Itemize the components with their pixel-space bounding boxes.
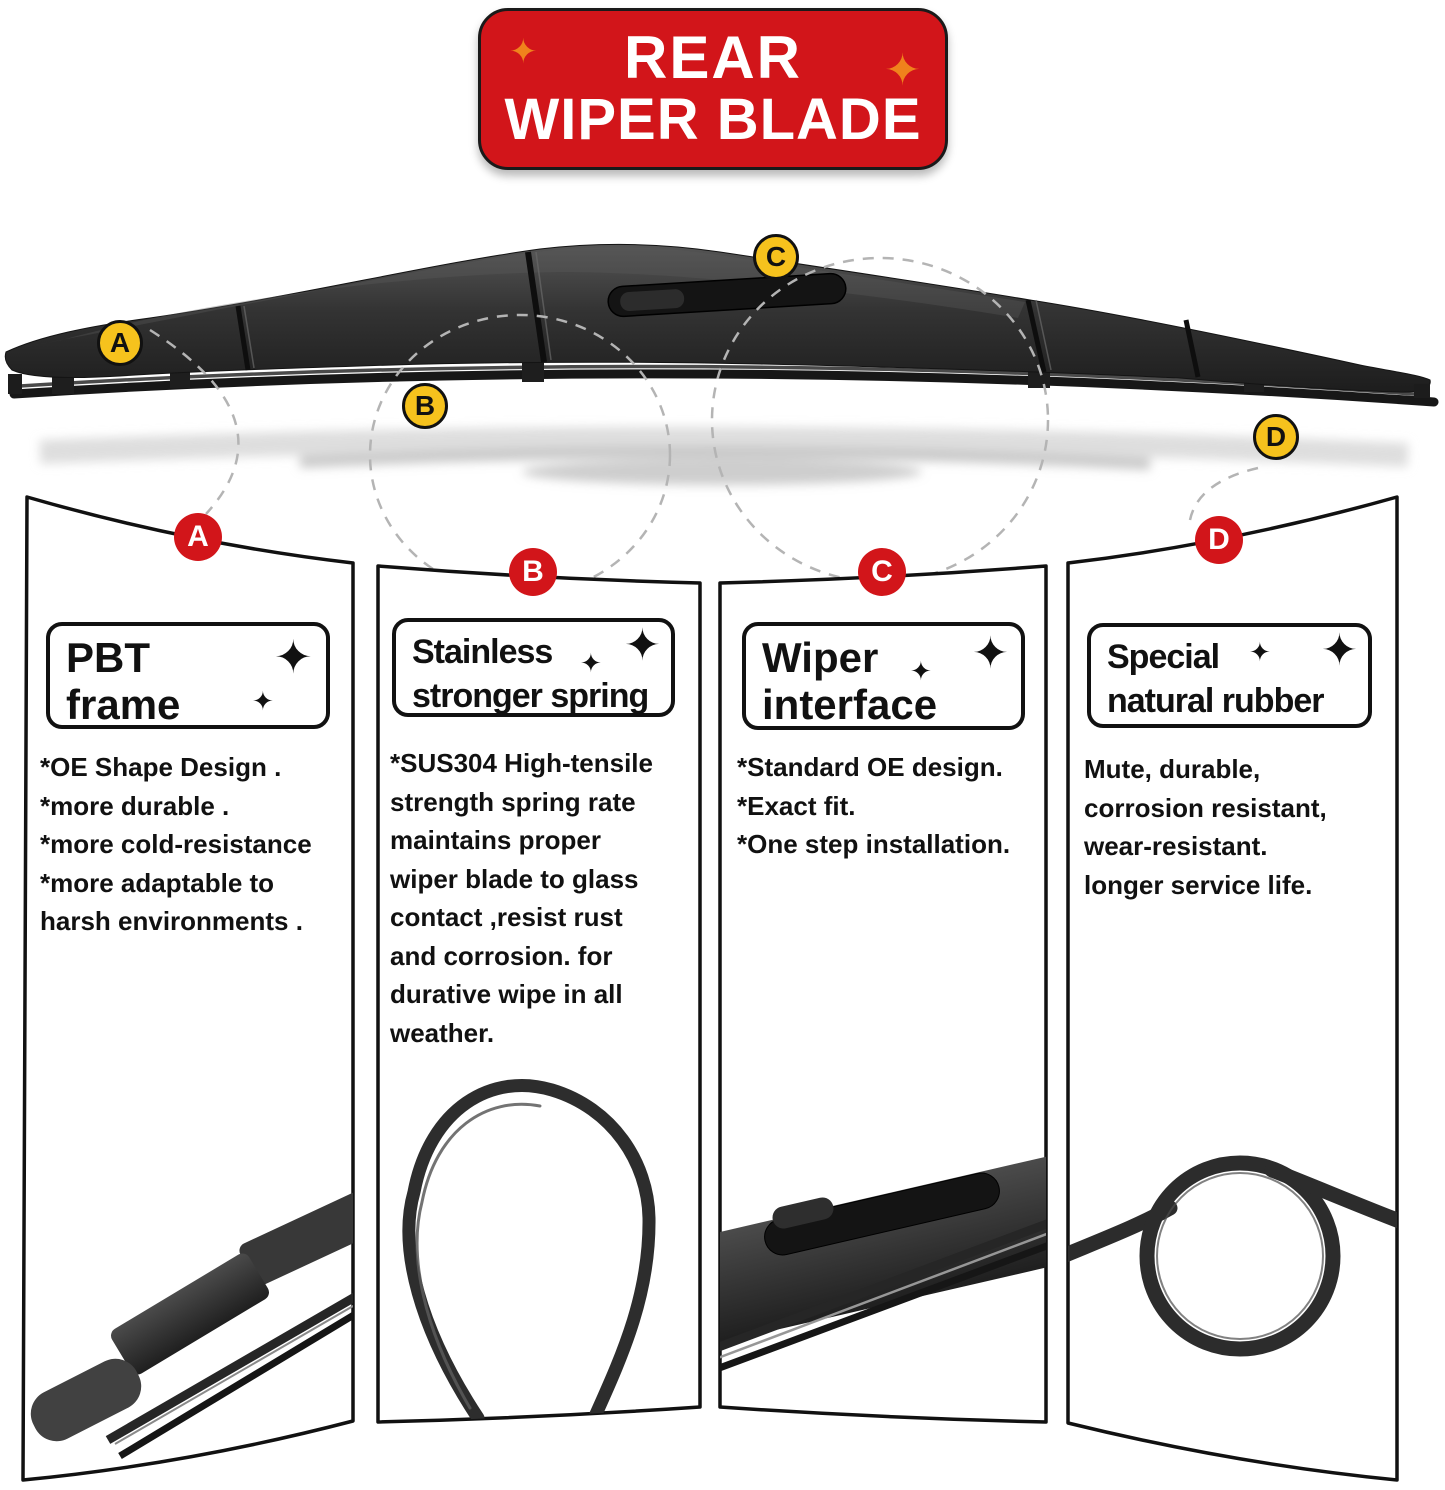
desc-line: maintains proper	[390, 825, 601, 855]
frame-joints	[235, 251, 1201, 378]
sparkle-icon: ✦	[1321, 626, 1358, 675]
panel-a-title-line1: PBT	[66, 634, 150, 681]
wiper-frame-end-photo	[30, 1190, 353, 1459]
desc-line: strength spring rate	[390, 786, 636, 817]
panel-d-title-line1: Special	[1107, 638, 1220, 676]
desc-line: *more cold-resistance	[40, 829, 312, 859]
panel-b-title-box: Stainless stronger spring ✦ ✦	[392, 618, 675, 717]
desc-line: *Exact fit.	[737, 790, 856, 821]
rubber-strip-coil-photo	[1068, 1155, 1397, 1357]
sparkle-icon: ✦	[580, 648, 602, 678]
blade-callout-c: C	[753, 234, 799, 280]
panel-b-description: *SUS304 High-tensile strength spring rat…	[390, 744, 696, 1052]
sparkle-icon: ✦	[252, 686, 274, 716]
blade-reflection	[39, 426, 1409, 485]
desc-line: wiper blade to glass	[390, 863, 639, 894]
sparkle-icon: ✦	[972, 629, 1009, 678]
panel-d-badge: D	[1195, 516, 1243, 564]
sparkle-icon: ✦	[274, 631, 313, 683]
panel-c-title-line2: interface	[762, 681, 938, 728]
sparkle-icon: ✦	[509, 33, 538, 71]
desc-line: and corrosion. for	[390, 940, 613, 971]
desc-line: *more adaptable to	[40, 867, 275, 898]
sparkle-icon: ✦	[624, 621, 661, 670]
desc-line: *Standard OE design.	[737, 752, 1003, 782]
desc-line: *more durable .	[40, 790, 230, 821]
desc-line: *OE Shape Design .	[40, 752, 282, 782]
panel-a-badge: A	[174, 513, 222, 561]
sparkle-icon: ✦	[910, 656, 932, 686]
blade-callout-d: D	[1253, 414, 1299, 460]
spring-steel-band-photo	[402, 1079, 656, 1422]
panel-c-badge: C	[858, 548, 906, 596]
panel-b-badge: B	[509, 548, 557, 596]
panel-c-description: *Standard OE design. *Exact fit. *One st…	[737, 748, 1043, 864]
desc-line: corrosion resistant,	[1084, 792, 1327, 823]
panel-b-title-line1: Stainless	[412, 633, 553, 671]
panel-b-outline	[376, 564, 702, 1424]
banner-title-line2: WIPER BLADE	[504, 87, 922, 152]
desc-line: Mute, durable,	[1084, 754, 1261, 784]
panel-c-title-line1: Wiper	[762, 634, 879, 681]
desc-line: durative wipe in all	[390, 979, 623, 1009]
panel-d-title-box: Special natural rubber ✦ ✦	[1087, 623, 1372, 728]
desc-line: harsh environments .	[40, 906, 303, 936]
rear-wiper-blade-banner: ✦ REAR WIPER BLADE ✦	[478, 8, 948, 170]
panel-a-title-line2: frame	[66, 681, 181, 728]
desc-line: wear-resistant.	[1084, 831, 1268, 861]
wiper-interface-photo	[720, 1153, 1046, 1380]
sparkle-icon: ✦	[1249, 637, 1271, 667]
blade-callout-a: A	[97, 320, 143, 366]
panel-c-title-box: Wiper interface ✦ ✦	[742, 622, 1025, 730]
panel-a-description: *OE Shape Design . *more durable . *more…	[40, 748, 352, 941]
panel-d-title-line2: natural rubber	[1107, 682, 1324, 720]
desc-line: *One step installation.	[737, 829, 1011, 859]
sparkle-icon: ✦	[884, 46, 921, 95]
desc-line: longer service life.	[1084, 869, 1313, 900]
desc-line: contact ,resist rust	[390, 902, 623, 932]
panel-b-title-line2: stronger spring	[412, 677, 649, 715]
desc-line: weather.	[390, 1017, 495, 1048]
panel-a-title-box: PBT frame ✦ ✦	[46, 622, 330, 729]
banner-title-line1: REAR	[623, 24, 802, 91]
desc-line: *SUS304 High-tensile	[390, 748, 653, 778]
rear-wiper-blade-illustration	[4, 243, 1439, 407]
blade-callout-b: B	[402, 383, 448, 429]
panel-d-description: Mute, durable, corrosion resistant, wear…	[1084, 750, 1392, 904]
